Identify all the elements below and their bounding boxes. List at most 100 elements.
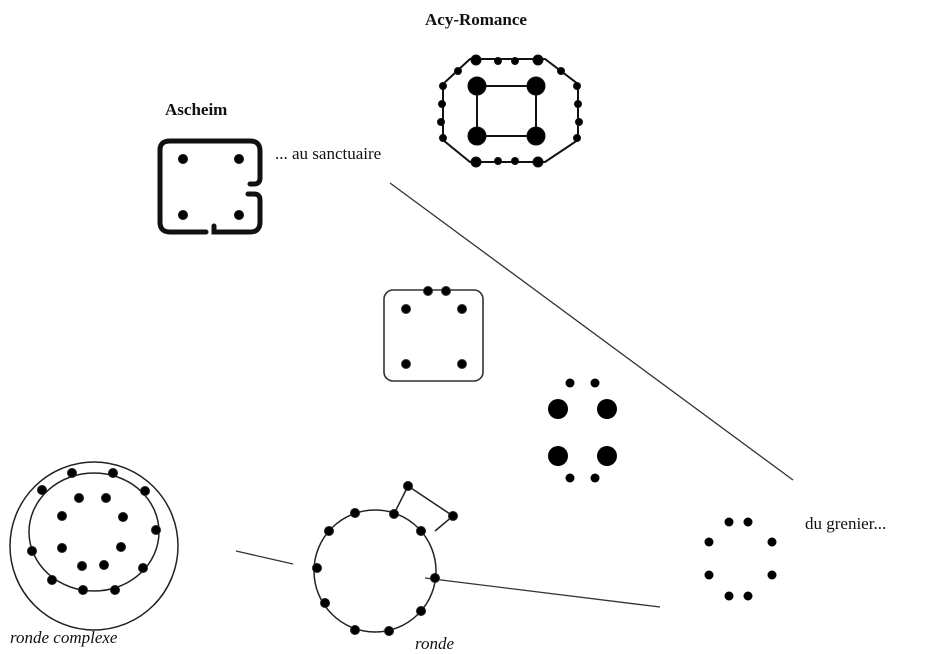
- square-post: [401, 359, 411, 369]
- porch-post: [403, 481, 413, 491]
- connector-line: [235, 550, 294, 565]
- acy-post: [470, 156, 482, 168]
- ronde-post: [416, 526, 426, 536]
- inner-post: [74, 493, 84, 503]
- ascheim-wall: [211, 191, 263, 235]
- acy-post: [494, 157, 502, 165]
- granary-post: [724, 517, 734, 527]
- large-post: [597, 446, 617, 466]
- granary-plan: [704, 517, 777, 601]
- acy-post: [439, 82, 447, 90]
- outer-post: [67, 468, 77, 478]
- acy-post: [532, 54, 544, 66]
- ronde-post: [416, 606, 426, 616]
- ascheim-post: [234, 154, 244, 164]
- square-post: [423, 286, 433, 296]
- outer-post: [110, 585, 120, 595]
- granary-post: [767, 570, 777, 580]
- acy-romance-label: Acy-Romance: [425, 10, 527, 29]
- ronde-label: ronde: [415, 634, 455, 653]
- acy-outer-wall: [442, 58, 579, 163]
- outer-post: [140, 486, 150, 496]
- acy-large-post: [526, 126, 546, 146]
- large-post: [548, 399, 568, 419]
- ascheim-post: [178, 210, 188, 220]
- acy-large-post: [467, 126, 487, 146]
- ascheim-wall: [157, 138, 263, 235]
- inner-post: [57, 511, 67, 521]
- ronde-post: [350, 508, 360, 518]
- acy-post: [454, 67, 462, 75]
- outer-post: [78, 585, 88, 595]
- acy-post: [574, 100, 582, 108]
- outer-post: [108, 468, 118, 478]
- granary-post: [743, 591, 753, 601]
- acy-post: [575, 118, 583, 126]
- sanctuaire-label: ... au sanctuaire: [275, 144, 382, 163]
- acy-inner-square: [476, 85, 537, 137]
- ascheim-post: [178, 154, 188, 164]
- outer-post: [27, 546, 37, 556]
- acy-post: [573, 134, 581, 142]
- acy-post: [437, 118, 445, 126]
- acy-post: [532, 156, 544, 168]
- granary-post: [724, 591, 734, 601]
- small-post: [565, 378, 575, 388]
- small-post: [590, 473, 600, 483]
- inner-post: [101, 493, 111, 503]
- ronde-post: [389, 509, 399, 519]
- ronde-post: [312, 563, 322, 573]
- acy-large-post: [526, 76, 546, 96]
- small-post: [565, 473, 575, 483]
- square-building-plan: [383, 286, 484, 382]
- grenier-label: du grenier...: [805, 514, 887, 533]
- inner-post: [116, 542, 126, 552]
- outer-ring: [9, 461, 179, 631]
- four-post-plan: [548, 378, 617, 483]
- ronde-plan: [312, 481, 458, 636]
- ronde-post: [320, 598, 330, 608]
- acy-post: [470, 54, 482, 66]
- granary-post: [704, 537, 714, 547]
- ascheim-post: [234, 210, 244, 220]
- acy-post: [494, 57, 502, 65]
- inner-post: [99, 560, 109, 570]
- ronde-complexe-label: ronde complexe: [10, 628, 118, 647]
- ascheim-label: Ascheim: [165, 100, 228, 119]
- connector-line: [389, 182, 794, 481]
- inner-post: [57, 543, 67, 553]
- acy-post: [439, 134, 447, 142]
- acy-large-post: [467, 76, 487, 96]
- acy-post: [557, 67, 565, 75]
- granary-post: [704, 570, 714, 580]
- ronde-complexe-plan: [9, 461, 179, 631]
- outer-post: [138, 563, 148, 573]
- inner-ring: [28, 472, 160, 592]
- square-post: [457, 359, 467, 369]
- acy-post: [438, 100, 446, 108]
- outer-post: [151, 525, 161, 535]
- outer-post: [47, 575, 57, 585]
- porch-post: [448, 511, 458, 521]
- ronde-post: [324, 526, 334, 536]
- square-post: [401, 304, 411, 314]
- acy-post: [573, 82, 581, 90]
- ronde-porch: [393, 484, 455, 532]
- acy-post: [511, 157, 519, 165]
- large-post: [597, 399, 617, 419]
- acy-romance-plan: [437, 54, 583, 168]
- large-post: [548, 446, 568, 466]
- ronde-post: [384, 626, 394, 636]
- ronde-post: [430, 573, 440, 583]
- connector-line: [424, 577, 661, 608]
- ronde-post: [350, 625, 360, 635]
- square-post: [457, 304, 467, 314]
- granary-post: [743, 517, 753, 527]
- ascheim-plan: [157, 138, 263, 235]
- inner-post: [77, 561, 87, 571]
- square-post: [441, 286, 451, 296]
- square-building-wall: [383, 289, 484, 382]
- small-post: [590, 378, 600, 388]
- outer-post: [37, 485, 47, 495]
